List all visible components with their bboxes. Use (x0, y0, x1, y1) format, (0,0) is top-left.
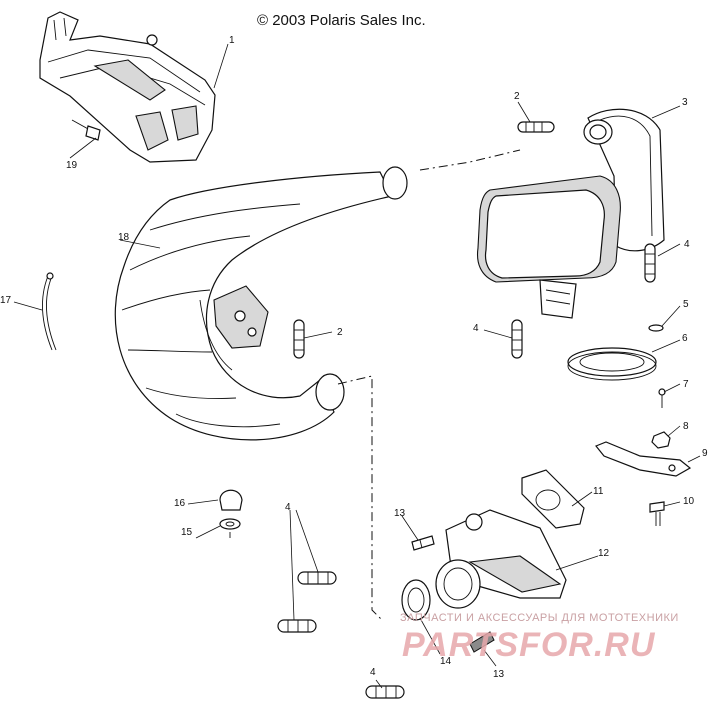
callout-16: 16 (174, 498, 186, 509)
part-8-nut (651, 431, 671, 449)
callout-7: 7 (683, 379, 689, 390)
part-13-bolt-upper (411, 535, 435, 551)
callout-2: 2 (514, 91, 520, 102)
part-9-bracket (595, 441, 692, 477)
part-7-screw (658, 388, 666, 408)
callout-4: 4 (285, 502, 291, 513)
callout-18: 18 (118, 232, 130, 243)
callout-13: 13 (493, 669, 505, 680)
part-6-gasket (567, 347, 657, 381)
part-17-strap (13, 272, 57, 351)
assembly-line (337, 375, 383, 621)
callout-9: 9 (702, 448, 708, 459)
part-3-silencer (476, 108, 665, 319)
callout-4: 4 (473, 323, 479, 334)
callout-2: 2 (337, 327, 343, 338)
callout-13: 13 (394, 508, 406, 519)
part-19-bolt (69, 119, 101, 159)
spring-4d (277, 619, 317, 633)
copyright-text: © 2003 Polaris Sales Inc. (257, 12, 426, 29)
assembly-line-top (419, 149, 521, 171)
watermark-logo: PARTSFOR.RU (402, 626, 656, 664)
callout-19: 19 (66, 160, 78, 171)
callout-4: 4 (370, 667, 376, 678)
callout-4: 4 (684, 239, 690, 250)
callout-5: 5 (683, 299, 689, 310)
part-18-expansion-chamber (114, 166, 408, 441)
callout-10: 10 (683, 496, 695, 507)
part-13-bolt-lower (469, 631, 495, 653)
spring-2b (293, 319, 305, 359)
spring-4a (644, 243, 656, 283)
part-5-washer (648, 324, 664, 332)
part-10-bolt (649, 501, 665, 526)
part-15-grommet (219, 518, 241, 538)
part-11-manifold-gasket (521, 469, 585, 529)
callout-17: 17 (0, 295, 12, 306)
callout-6: 6 (682, 333, 688, 344)
part-12-manifold (435, 509, 567, 609)
leader-lines (119, 43, 701, 689)
part-14-seal (401, 579, 431, 621)
part-1-mounting-bracket (39, 11, 216, 163)
callout-14: 14 (440, 656, 452, 667)
callout-12: 12 (598, 548, 610, 559)
watermark-tagline: ЗАПЧАСТИ И АКСЕССУАРЫ ДЛЯ МОТОТЕХНИКИ (400, 612, 679, 624)
spring-2a (517, 121, 555, 133)
callout-1: 1 (229, 35, 235, 46)
callout-15: 15 (181, 527, 193, 538)
spring-4c (297, 571, 337, 585)
spring-4e (365, 685, 405, 699)
callout-3: 3 (682, 97, 688, 108)
part-16-cap (219, 489, 243, 511)
callout-8: 8 (683, 421, 689, 432)
spring-4b (511, 319, 523, 359)
callout-11: 11 (593, 486, 604, 497)
